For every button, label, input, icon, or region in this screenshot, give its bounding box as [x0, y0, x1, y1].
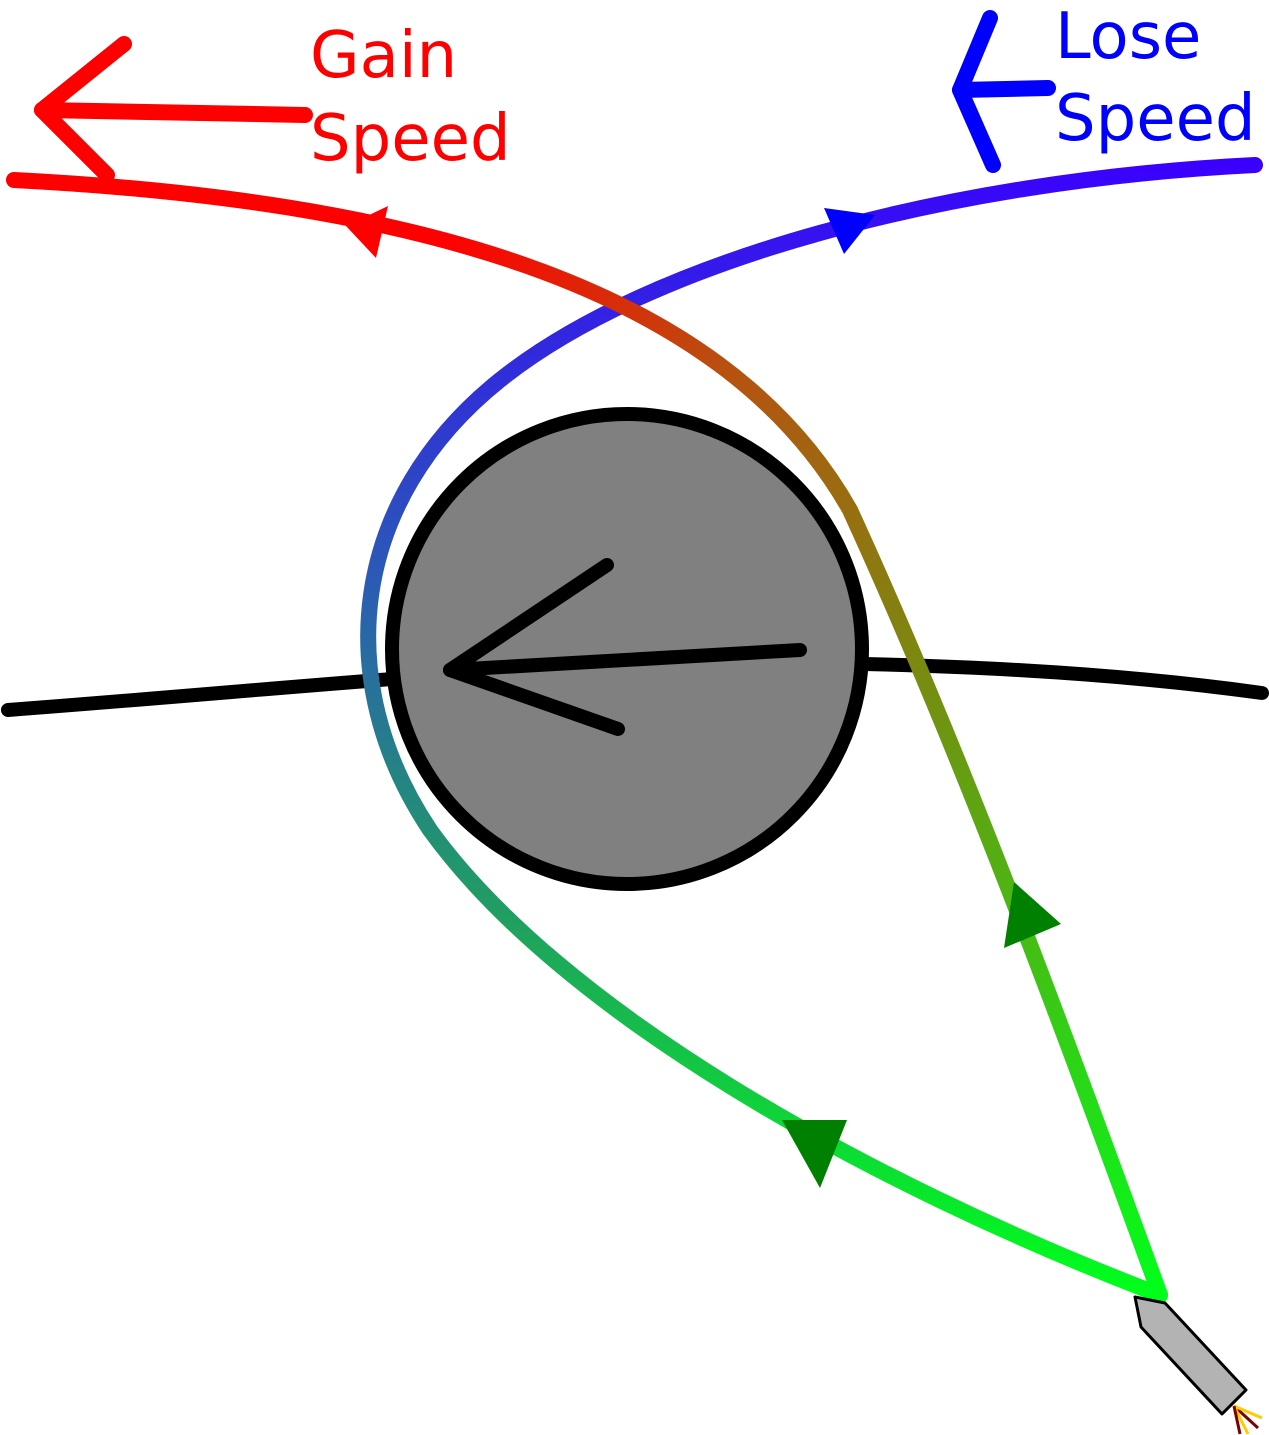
gain-speed-arrow-icon	[34, 36, 313, 183]
gain-speed-label-line2: Speed	[310, 102, 511, 176]
direction-marker-gain-lower	[1004, 882, 1061, 948]
lose-speed-label-line2: Speed	[1055, 82, 1256, 156]
gain-speed-trajectory	[6, 172, 1168, 1303]
direction-marker-lose-lower	[782, 1120, 847, 1188]
planet-velocity-arrow	[443, 558, 807, 736]
engine-exhaust-icon	[1232, 1404, 1263, 1435]
direction-marker-lose-upper	[824, 208, 875, 254]
lose-speed-label-line1: Lose	[1055, 0, 1201, 74]
planet	[385, 407, 869, 891]
gain-speed-label-line1: Gain	[310, 19, 457, 93]
spacecraft-icon	[1133, 1295, 1263, 1435]
direction-marker-gain-upper	[346, 206, 388, 258]
lose-speed-arrow-icon	[952, 10, 1056, 173]
